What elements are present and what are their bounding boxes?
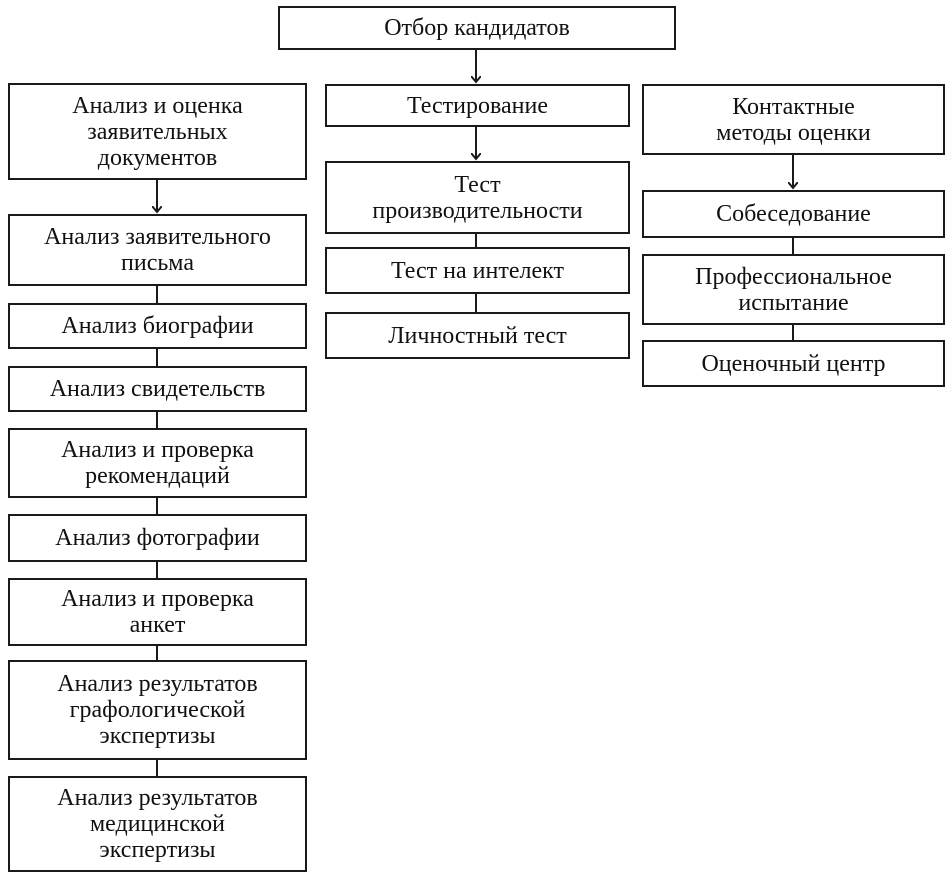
col1-item-node: Анализ биографии (8, 303, 307, 349)
col1-item-node: Анализ фотографии (8, 514, 307, 562)
col2-header-node: Тестирование (325, 84, 630, 127)
col1-item-node: Анализ и проверка анкет (8, 578, 307, 646)
col3-item-node: Собеседование (642, 190, 945, 238)
col2-item-node: Тест на интелект (325, 247, 630, 294)
col1-item-node: Анализ результатов медицинской экспертиз… (8, 776, 307, 872)
root-node: Отбор кандидатов (278, 6, 676, 50)
col3-item-node: Оценочный центр (642, 340, 945, 387)
col2-item-node: Личностный тест (325, 312, 630, 359)
col2-item-node: Тест производительности (325, 161, 630, 234)
col1-item-node: Анализ заявительного письма (8, 214, 307, 286)
col1-header-node: Анализ и оценка заявительных документов (8, 83, 307, 180)
col1-item-node: Анализ и проверка рекомендаций (8, 428, 307, 498)
col3-header-node: Контактные методы оценки (642, 84, 945, 155)
col1-item-node: Анализ результатов графологической экспе… (8, 660, 307, 760)
col1-item-node: Анализ свидетельств (8, 366, 307, 412)
col3-item-node: Профессиональное испытание (642, 254, 945, 325)
